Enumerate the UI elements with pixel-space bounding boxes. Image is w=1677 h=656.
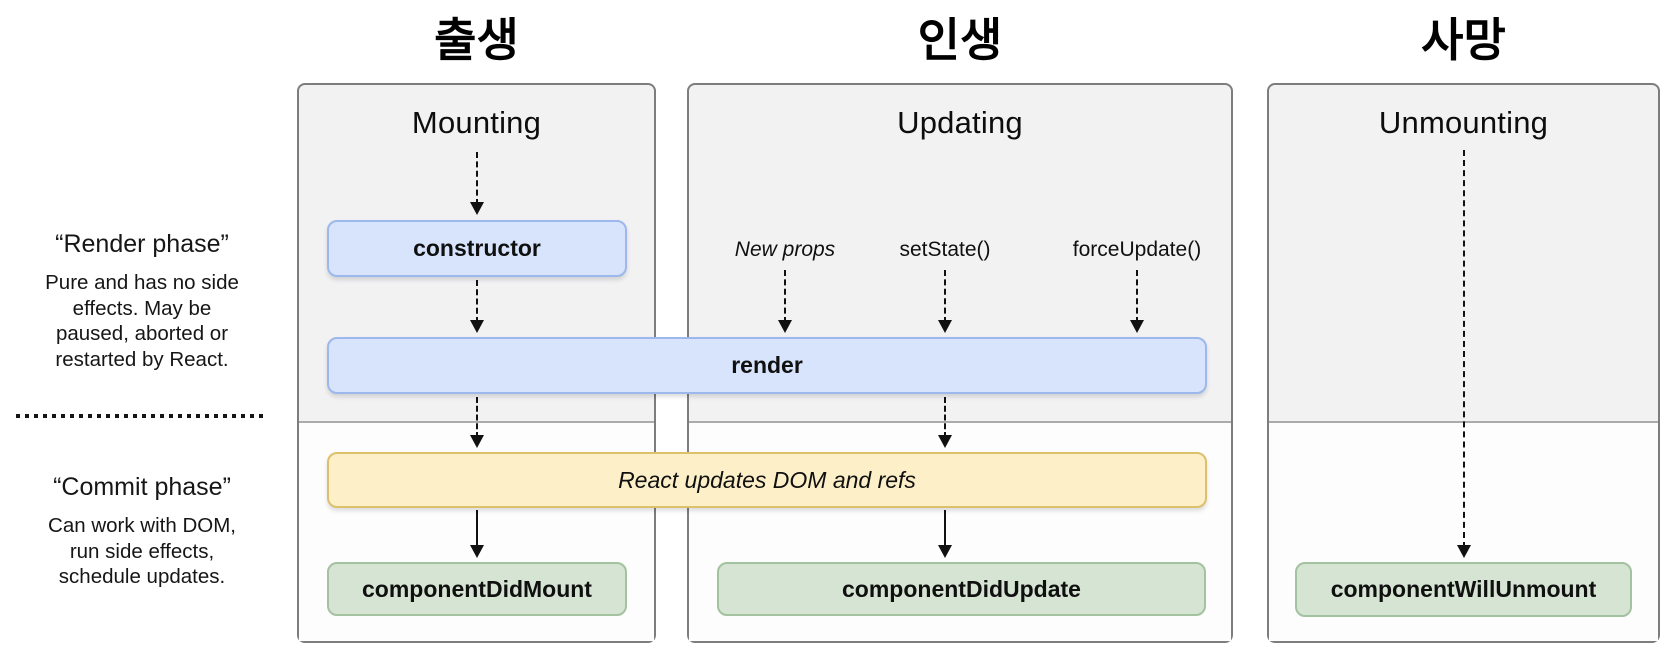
arrow-dom-update-to-did-mount — [470, 510, 484, 558]
set-state-label: setState() — [899, 238, 991, 261]
arrow-set-state — [938, 270, 952, 333]
updating-title: Updating — [897, 105, 1023, 140]
render-phase-note: “Render phase” Pure and has no side effe… — [12, 230, 272, 372]
arrow-new-props — [778, 270, 792, 333]
arrow-dom-update-to-did-update — [938, 510, 952, 558]
korean-title-life: 인생 — [917, 14, 1003, 66]
arrow-force-update — [1130, 270, 1144, 333]
react-updates-dom-box: React updates DOM and refs — [327, 452, 1207, 508]
commit-phase-line: run side effects, — [69, 539, 215, 563]
render-phase-line: Pure and has no side — [45, 271, 239, 294]
component-did-update-box: componentDidUpdate — [717, 562, 1206, 616]
phase-divider-dotted-line — [16, 414, 264, 418]
render-phase-line: paused, aborted or — [55, 322, 229, 345]
arrow-render-to-dom-update-mounting — [470, 397, 484, 448]
commit-phase-line: schedule updates. — [58, 565, 226, 588]
mounting-title: Mounting — [411, 105, 542, 140]
arrow-constructor-to-render — [470, 280, 484, 333]
component-did-mount-box: componentDidMount — [327, 562, 627, 616]
korean-title-death: 사망 — [1421, 14, 1506, 66]
unmounting-title: Unmounting — [1378, 105, 1549, 140]
force-update-label: forceUpdate() — [1072, 238, 1202, 261]
arrow-mounting-start — [470, 152, 484, 215]
korean-title-birth: 출생 — [434, 14, 519, 66]
render-box: render — [327, 337, 1207, 394]
render-phase-line: restarted by React. — [55, 347, 229, 371]
commit-phase-note: “Commit phase” Can work with DOM, run si… — [12, 473, 272, 590]
new-props-label: New props — [734, 238, 836, 261]
arrow-unmounting — [1457, 150, 1471, 558]
render-phase-line: effects. May be — [72, 296, 212, 320]
commit-phase-title: “Commit phase” — [53, 473, 231, 501]
constructor-box: constructor — [327, 220, 627, 277]
component-will-unmount-box: componentWillUnmount — [1295, 562, 1632, 617]
arrow-render-to-dom-update-updating — [938, 397, 952, 448]
commit-phase-line: Can work with DOM, — [48, 514, 236, 537]
render-phase-title: “Render phase” — [55, 230, 229, 258]
